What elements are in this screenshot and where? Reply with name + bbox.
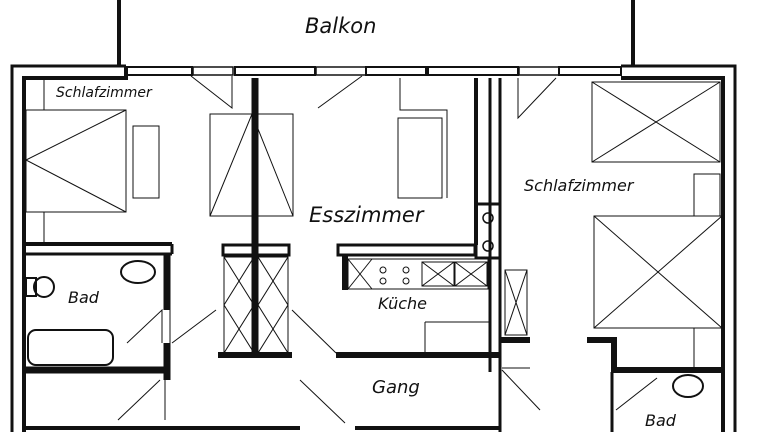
room-label-bedroom-right: Schlafzimmer xyxy=(524,176,634,195)
sink xyxy=(672,374,704,398)
window xyxy=(365,66,427,76)
window xyxy=(518,66,560,76)
window xyxy=(234,66,316,76)
walls xyxy=(10,0,737,432)
door xyxy=(291,309,337,354)
room-label-bath-right: Bad xyxy=(645,411,676,430)
bed xyxy=(593,215,723,329)
door xyxy=(317,75,363,109)
nightstand xyxy=(132,125,160,199)
toilet xyxy=(33,276,55,298)
closet xyxy=(223,256,289,354)
room-label-balcony: Balkon xyxy=(305,14,377,38)
door xyxy=(117,379,161,421)
furniture xyxy=(24,75,723,424)
chimney xyxy=(474,202,502,260)
door xyxy=(501,369,541,411)
outer-wall xyxy=(10,64,126,432)
window xyxy=(427,66,519,76)
door xyxy=(299,379,346,424)
door xyxy=(615,377,658,411)
window xyxy=(125,66,193,76)
bathtub xyxy=(27,329,114,366)
door xyxy=(126,308,163,344)
room-label-kitchen: Küche xyxy=(378,294,427,313)
bed xyxy=(25,109,127,213)
window xyxy=(192,66,234,76)
window xyxy=(315,66,367,76)
door xyxy=(190,75,233,110)
table xyxy=(397,117,443,199)
room-label-dining: Esszimmer xyxy=(309,203,424,227)
room-label-bedroom-left: Schlafzimmer xyxy=(56,85,152,101)
window xyxy=(558,66,622,76)
sink xyxy=(120,260,156,284)
door xyxy=(171,309,217,344)
room-label-hallway: Gang xyxy=(372,377,420,398)
room-label-bath-left: Bad xyxy=(68,288,99,307)
door xyxy=(517,77,557,120)
